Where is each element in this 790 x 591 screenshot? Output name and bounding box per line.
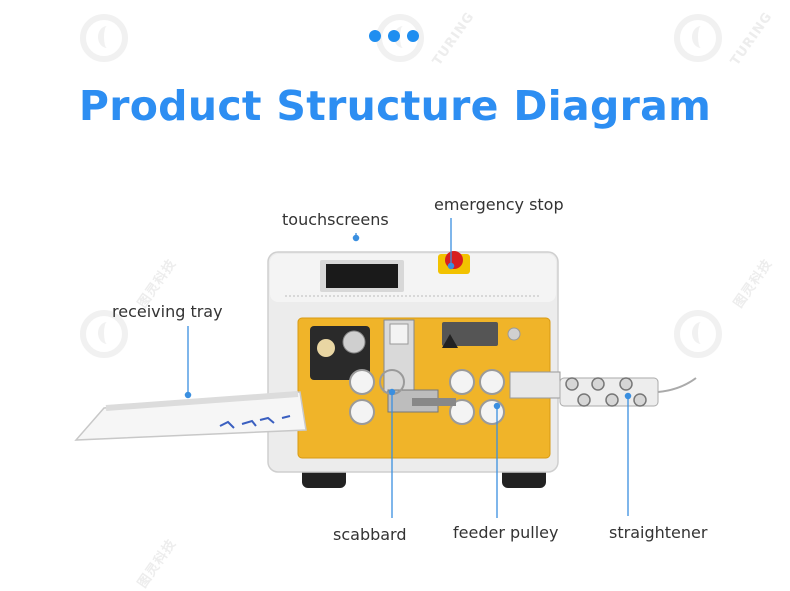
adjust-plate	[442, 322, 498, 346]
header-dot	[407, 30, 419, 42]
page-title: Product Structure Diagram	[78, 82, 712, 130]
dial	[342, 330, 366, 354]
leader-dot-touchscreens	[352, 234, 360, 242]
header-dot	[369, 30, 381, 42]
label-receiving-tray: receiving tray	[112, 302, 223, 321]
label-emergency-stop: emergency stop	[434, 195, 564, 214]
tray-wires	[219, 415, 291, 429]
pulleys	[349, 369, 505, 425]
watermark-logo	[80, 310, 128, 358]
touchscreen-display	[326, 264, 398, 288]
leader-dot-receiving-tray	[184, 391, 192, 399]
watermark-logo	[674, 14, 722, 62]
scabbard-label	[389, 323, 409, 345]
warning-sign	[442, 334, 458, 348]
header-dot	[388, 30, 400, 42]
label-feeder-pulley: feeder pulley	[453, 523, 559, 542]
watermark-logo	[80, 14, 128, 62]
leader-dot-emergency-stop	[447, 262, 455, 270]
straightener-rollers	[565, 377, 647, 407]
straightener-mount	[509, 371, 561, 399]
leader-dot-scabbard	[388, 388, 396, 396]
label-touchscreens: touchscreens	[282, 210, 389, 229]
label-straightener: straightener	[609, 523, 708, 542]
leader-dot-feeder-pulley	[493, 402, 501, 410]
knob	[317, 339, 335, 357]
tray-rim	[105, 391, 299, 411]
machine-illustration	[74, 251, 697, 488]
wire	[657, 377, 697, 393]
wire-guide	[412, 398, 456, 406]
watermark-logo	[674, 310, 722, 358]
indicator-light	[507, 327, 521, 341]
leader-dot-straightener	[624, 392, 632, 400]
label-scabbard: scabbard	[333, 525, 407, 544]
